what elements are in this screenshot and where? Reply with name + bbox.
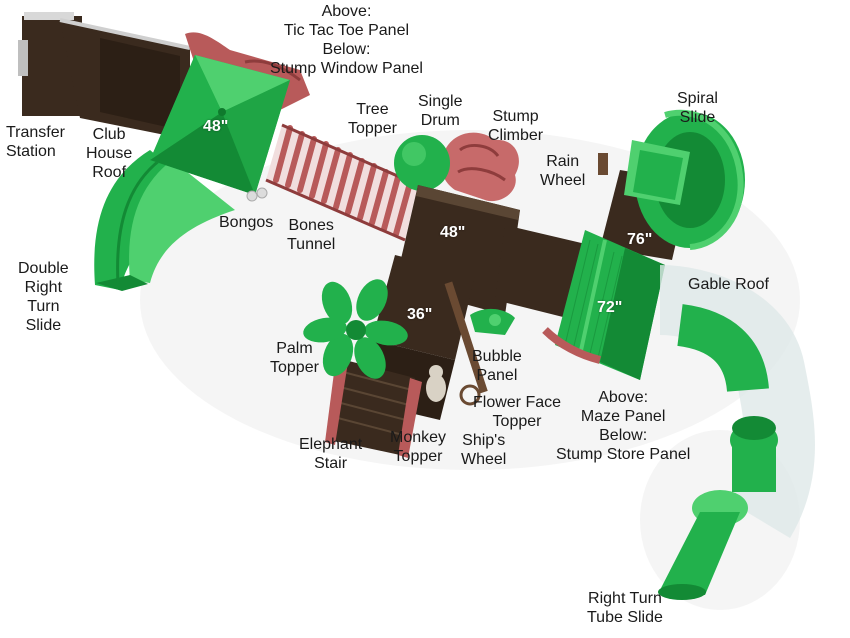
stump-climber (441, 132, 519, 202)
label-gable-roof: Gable Roof (688, 276, 769, 293)
height-center-deck: 48" (440, 224, 466, 241)
monkey-topper (426, 365, 446, 402)
bubble-panel (470, 308, 515, 335)
rain-wheel (598, 153, 608, 175)
height-club-house: 48" (203, 118, 229, 135)
gable-roof (542, 230, 665, 380)
height-lower-deck: 36" (407, 306, 433, 323)
club-house-roof (150, 55, 290, 195)
east-walkway (495, 225, 590, 320)
bongos (246, 187, 268, 202)
height-gable-deck: 72" (597, 299, 623, 316)
spiral-slide (624, 109, 745, 250)
height-spiral-deck: 76" (627, 231, 653, 248)
palm-topper (303, 279, 408, 379)
elephant-stair (325, 360, 422, 458)
ships-wheel (444, 281, 488, 406)
bones-tunnel (265, 123, 419, 242)
tree-topper (394, 135, 450, 191)
label-bongos: Bongos (219, 214, 274, 231)
double-right-turn-slide (94, 150, 235, 291)
right-turn-tube-slide (658, 265, 815, 600)
top-walkway (59, 18, 191, 140)
